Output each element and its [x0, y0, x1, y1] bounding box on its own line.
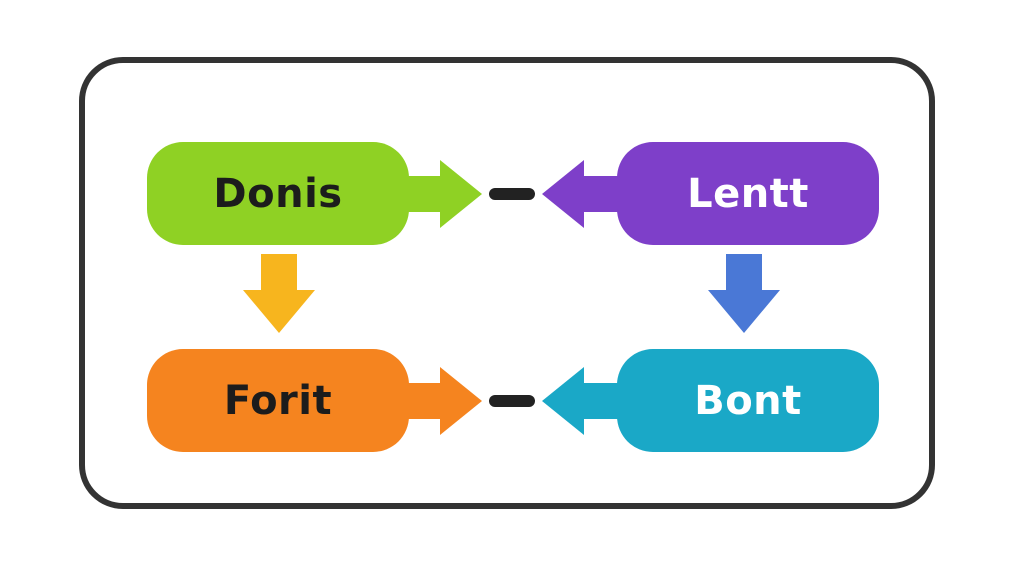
node-lentt-label: Lentt: [687, 170, 809, 217]
node-bont-label: Bont: [694, 377, 802, 424]
node-lentt: Lentt: [617, 142, 879, 245]
node-donis: Donis: [147, 142, 409, 245]
node-forit-label: Forit: [223, 377, 333, 424]
node-bont: Bont: [617, 349, 879, 452]
node-donis-label: Donis: [213, 170, 343, 217]
node-forit: Forit: [147, 349, 409, 452]
